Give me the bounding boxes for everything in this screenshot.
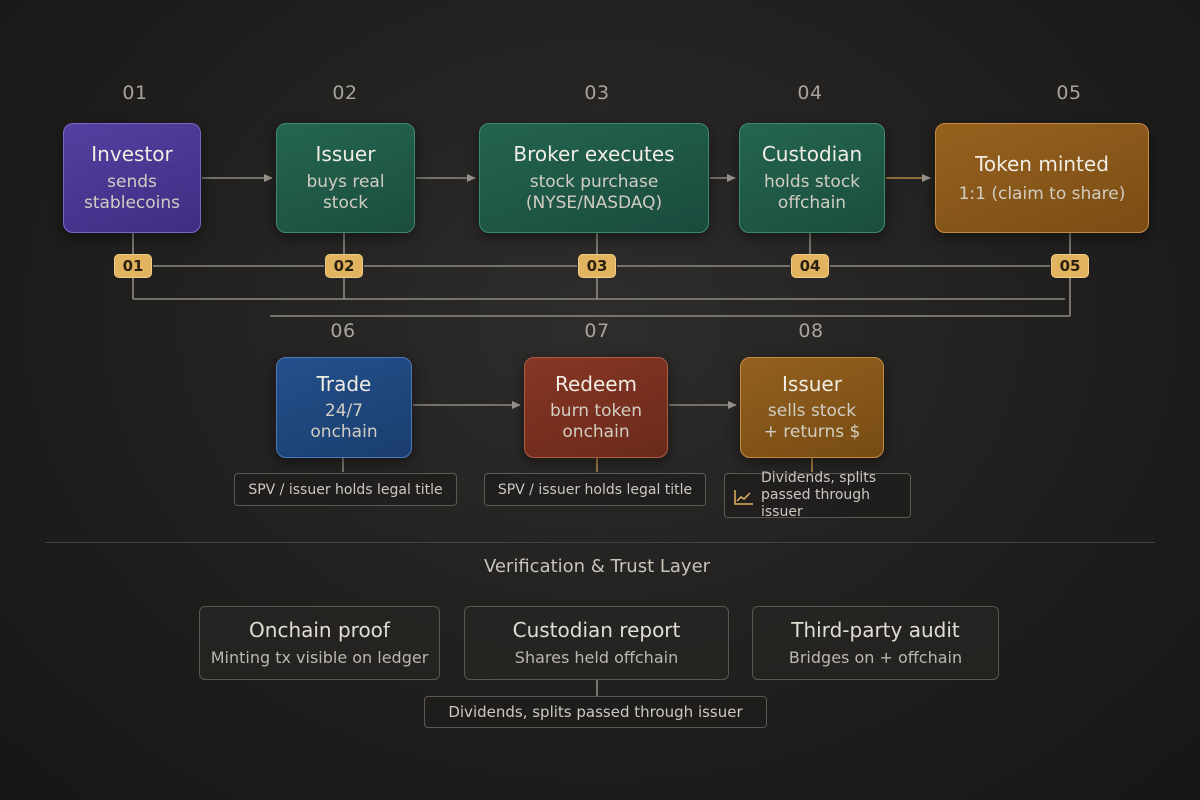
- badge-04: 04: [791, 254, 829, 278]
- node-broker-executes: Broker executes stock purchase (NYSE/NAS…: [479, 123, 709, 233]
- badge-02: 02: [325, 254, 363, 278]
- node-subtitle: sends: [107, 172, 157, 192]
- node-subtitle: sells stock: [767, 401, 857, 421]
- node-title: Broker executes: [513, 142, 675, 166]
- verification-title: Verification & Trust Layer: [483, 556, 711, 577]
- verification-box-title: Custodian report: [512, 618, 681, 642]
- node-redeem: Redeem burn token onchain: [524, 357, 668, 458]
- step-number-06: 06: [330, 320, 356, 342]
- node-title: Token minted: [975, 151, 1109, 176]
- section-divider: [45, 542, 1155, 543]
- note-legal-title-trade: SPV / issuer holds legal title: [234, 473, 457, 506]
- verification-footnote: Dividends, splits passed through issuer: [424, 696, 767, 728]
- node-subtitle: burn token: [550, 401, 642, 421]
- node-issuer-buy: Issuer buys real stock: [276, 123, 415, 233]
- badge-03: 03: [578, 254, 616, 278]
- verification-box-title: Third-party audit: [791, 618, 960, 642]
- node-subtitle: (NYSE/NASDAQ): [525, 193, 663, 213]
- node-subtitle: onchain: [310, 422, 378, 442]
- node-issuer-sell: Issuer sells stock + returns $: [740, 357, 884, 458]
- step-number-01: 01: [122, 82, 148, 104]
- node-custodian: Custodian holds stock offchain: [739, 123, 885, 233]
- node-title: Issuer: [782, 372, 842, 396]
- line-chart-icon: [734, 490, 753, 505]
- note-line: Dividends, splits: [761, 470, 877, 486]
- step-number-04: 04: [797, 82, 823, 104]
- step-number-03: 03: [584, 82, 610, 104]
- verification-custodian-report: Custodian report Shares held offchain: [464, 606, 729, 680]
- verification-box-subtitle: Bridges on + offchain: [788, 648, 963, 667]
- node-subtitle: + returns $: [763, 422, 861, 442]
- badge-05: 05: [1051, 254, 1089, 278]
- node-subtitle: stock: [322, 193, 369, 213]
- verification-third-party-audit: Third-party audit Bridges on + offchain: [752, 606, 999, 680]
- step-number-07: 07: [584, 320, 610, 342]
- verification-onchain-proof: Onchain proof Minting tx visible on ledg…: [199, 606, 440, 680]
- node-investor: Investor sends stablecoins: [63, 123, 201, 233]
- note-legal-title-redeem: SPV / issuer holds legal title: [484, 473, 706, 506]
- step-number-02: 02: [332, 82, 358, 104]
- node-subtitle: 24/7: [324, 401, 364, 421]
- note-line: passed through issuer: [761, 487, 871, 520]
- node-trade: Trade 24/7 onchain: [276, 357, 412, 458]
- node-title: Investor: [91, 142, 173, 166]
- node-token-minted: Token minted 1:1 (claim to share): [935, 123, 1149, 233]
- note-dividends: Dividends, splits passed through issuer: [724, 470, 911, 520]
- node-title: Issuer: [315, 142, 376, 166]
- node-subtitle: stock purchase: [529, 172, 659, 192]
- node-subtitle: holds stock: [763, 172, 861, 192]
- step-number-08: 08: [798, 320, 824, 342]
- step-number-05: 05: [1056, 82, 1082, 104]
- badge-01: 01: [114, 254, 152, 278]
- node-title: Redeem: [554, 372, 638, 396]
- node-subtitle: offchain: [777, 193, 847, 213]
- node-subtitle: 1:1 (claim to share): [958, 183, 1126, 204]
- node-title: Trade: [316, 372, 372, 396]
- node-subtitle: onchain: [562, 422, 630, 442]
- node-subtitle: stablecoins: [83, 193, 180, 213]
- verification-box-title: Onchain proof: [249, 618, 390, 642]
- verification-box-subtitle: Minting tx visible on ledger: [210, 648, 429, 667]
- node-subtitle: buys real: [306, 172, 385, 192]
- verification-box-subtitle: Shares held offchain: [514, 648, 679, 667]
- node-title: Custodian: [761, 142, 863, 166]
